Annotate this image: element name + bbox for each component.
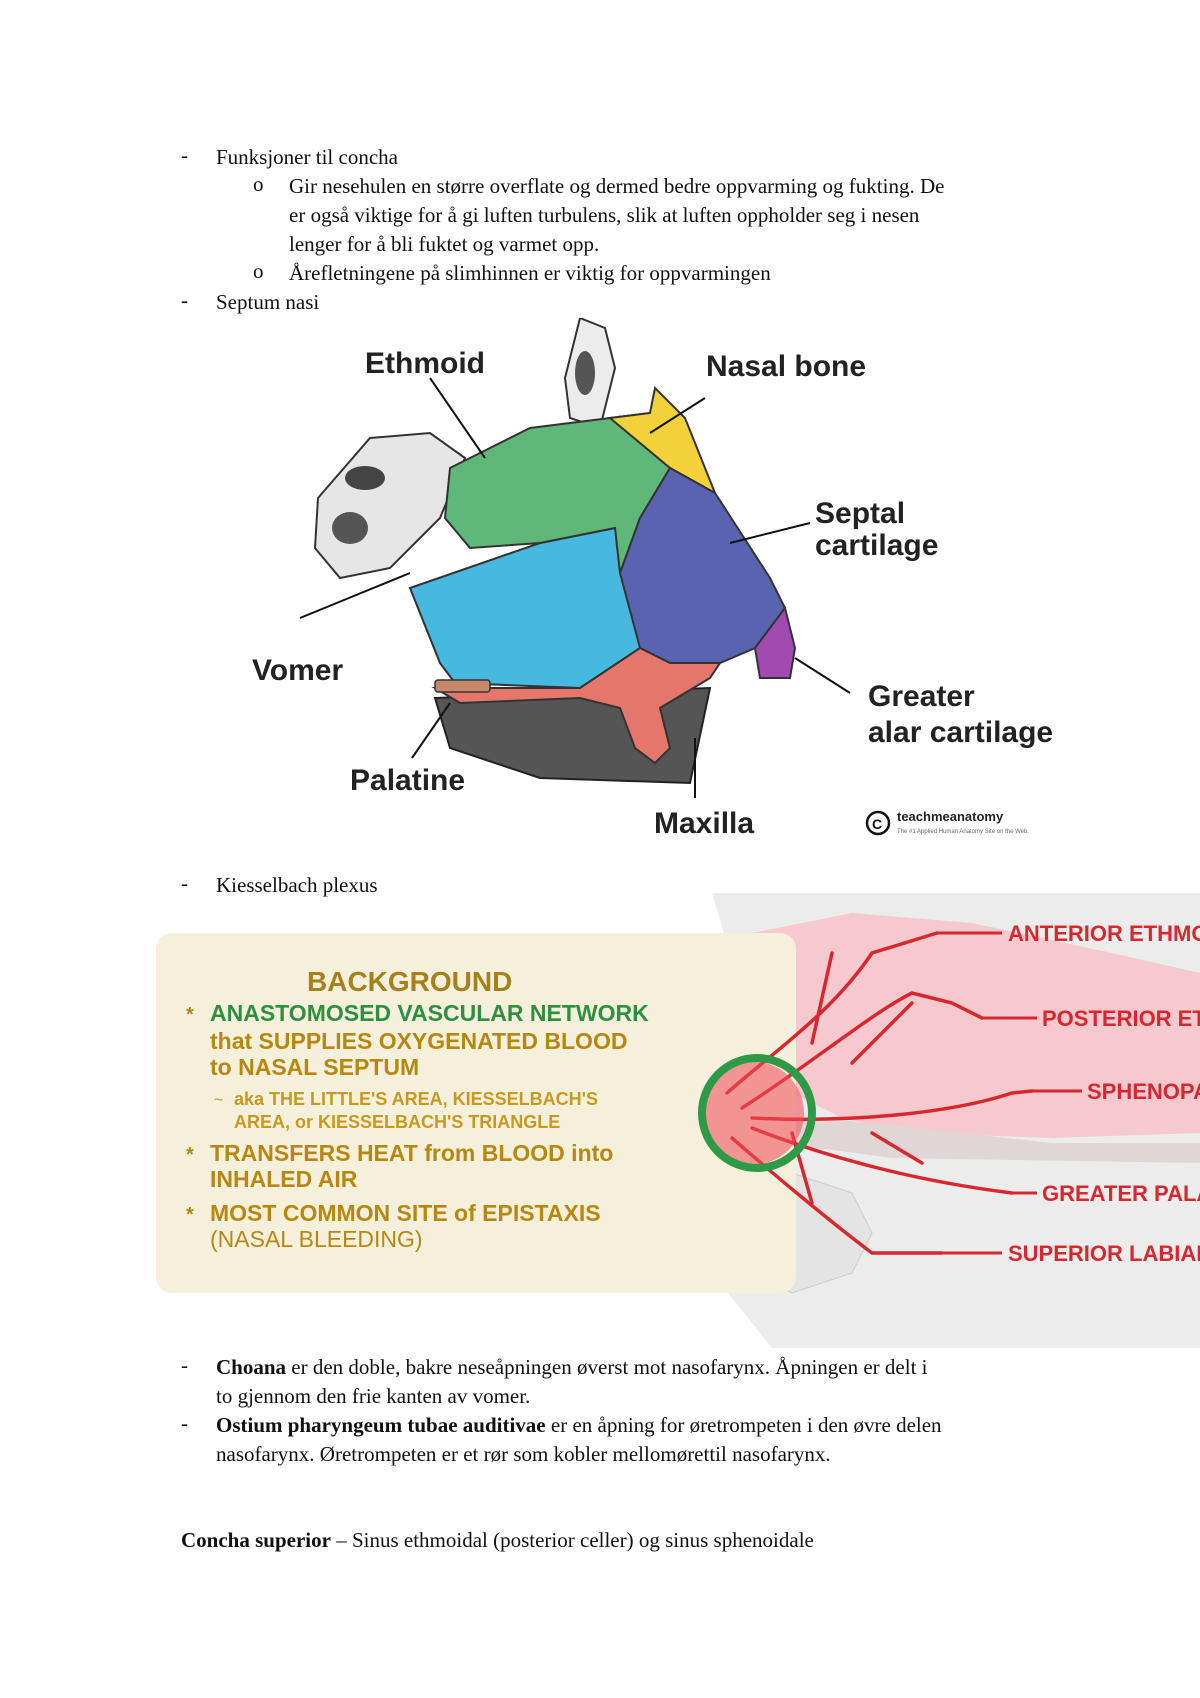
sub-item-line: lenger for å bli fuktet og varmet opp. — [289, 232, 600, 256]
choana-term: Choana — [216, 1355, 287, 1379]
bullet3-line1: MOST COMMON SITE of EPISTAXIS — [210, 1200, 601, 1226]
bullet-dash: - — [181, 143, 188, 167]
ostium-text: er en åpning for øretrompeten i den øvre… — [545, 1413, 942, 1437]
artery-anterior-ethmoid: ANTERIOR ETHMOID A — [1008, 921, 1200, 946]
concha-term: Concha superior — [181, 1528, 331, 1552]
bullet2-line1: TRANSFERS HEAT from BLOOD into — [210, 1140, 613, 1166]
pointer-septal — [729, 522, 811, 544]
sub-item-line: Gir nesehulen en større overflate og der… — [289, 174, 945, 198]
artery-sphenopalatine: SPHENOPALAT — [1087, 1079, 1200, 1104]
kiesselbach-circle — [698, 1054, 816, 1172]
bullet1-line2: that SUPPLIES OXYGENATED BLOOD — [210, 1028, 627, 1054]
artery-posterior-ethmoid: POSTERIOR ETHMO — [1042, 1006, 1200, 1031]
ostium-term: Ostium pharyngeum tubae auditivae — [216, 1413, 546, 1437]
bullet2-line2: INHALED AIR — [210, 1166, 358, 1192]
pointer-ethmoid — [429, 377, 486, 459]
aka-line1: aka THE LITTLE'S AREA, KIESSELBACH'S — [234, 1089, 598, 1109]
list-item-funksjoner: Funksjoner til concha — [216, 145, 398, 169]
bullet3-line2: (NASAL BLEEDING) — [210, 1226, 423, 1252]
sub-item-line: er også viktige for å gi luften turbulen… — [289, 203, 920, 227]
pointer-nasal-bone — [649, 397, 706, 434]
label-cartilage: cartilage — [815, 529, 938, 562]
concha-text: – Sinus ethmoidal (posterior celler) og … — [330, 1528, 814, 1552]
pointer-greater-alar — [794, 657, 851, 694]
choana-line1: Choana er den doble, bakre neseåpningen … — [216, 1353, 928, 1382]
bullet1-line3: to NASAL SEPTUM — [210, 1054, 419, 1080]
label-alar-cartilage: alar cartilage — [868, 716, 1053, 749]
label-septal: Septal — [815, 497, 905, 530]
pointer-palatine — [411, 702, 451, 759]
bullet-dash: - — [181, 288, 188, 312]
label-nasal-bone: Nasal bone — [706, 350, 866, 383]
background-panel — [156, 933, 796, 1293]
label-ethmoid: Ethmoid — [365, 347, 485, 380]
credit-sub: The #1 Applied Human Anatomy Site on the… — [897, 829, 1029, 835]
svg-text:C: C — [872, 816, 882, 832]
septum-nasi-figure: Ethmoid Nasal bone Septal cartilage Vome… — [252, 318, 1053, 840]
ostium-line1: Ostium pharyngeum tubae auditivae er en … — [216, 1411, 942, 1440]
bullet-dash: - — [181, 1411, 188, 1435]
label-greater: Greater — [868, 680, 975, 713]
kiesselbach-figure: ANTERIOR ETHMOID A POSTERIOR ETHMO SPHEN… — [156, 893, 1200, 1348]
bullet-dash: - — [181, 871, 188, 895]
bullet1-line1: ANASTOMOSED VASCULAR NETWORK — [210, 1000, 649, 1026]
label-vomer: Vomer — [252, 654, 343, 687]
panel-title: BACKGROUND — [307, 966, 512, 997]
star-icon: * — [186, 1204, 194, 1226]
choana-text: er den doble, bakre neseåpningen øverst … — [286, 1355, 928, 1379]
copyright-icon — [865, 810, 891, 836]
bullet-dash: - — [181, 1353, 188, 1377]
artery-superior-labial: SUPERIOR LABIAL ART — [1008, 1241, 1200, 1266]
label-maxilla: Maxilla — [654, 807, 754, 840]
list-item-kiesselbach: Kiesselbach plexus — [216, 873, 378, 897]
sub-bullet: o — [253, 259, 264, 283]
concha-superior-line: Concha superior – Sinus ethmoidal (poste… — [181, 1526, 814, 1555]
artery-greater-palatine: GREATER PALATIN — [1042, 1181, 1200, 1206]
list-item-septum: Septum nasi — [216, 290, 320, 314]
choana-line2: to gjennom den frie kanten av vomer. — [216, 1384, 531, 1408]
sub-bullet: o — [253, 172, 264, 196]
aka-line2: AREA, or KIESSELBACH'S TRIANGLE — [234, 1112, 560, 1132]
pointer-vomer — [299, 572, 411, 619]
tilde-icon: ~ — [214, 1092, 223, 1109]
sub-item-arefletning: Årefletningene på slimhinnen er viktig f… — [289, 261, 771, 285]
ostium-line2: nasofarynx. Øretrompeten er et rør som k… — [216, 1442, 831, 1466]
credit-brand: teachmeanatomy — [897, 809, 1004, 824]
star-icon: * — [186, 1004, 194, 1026]
star-icon: * — [186, 1144, 194, 1166]
label-palatine: Palatine — [350, 764, 465, 797]
